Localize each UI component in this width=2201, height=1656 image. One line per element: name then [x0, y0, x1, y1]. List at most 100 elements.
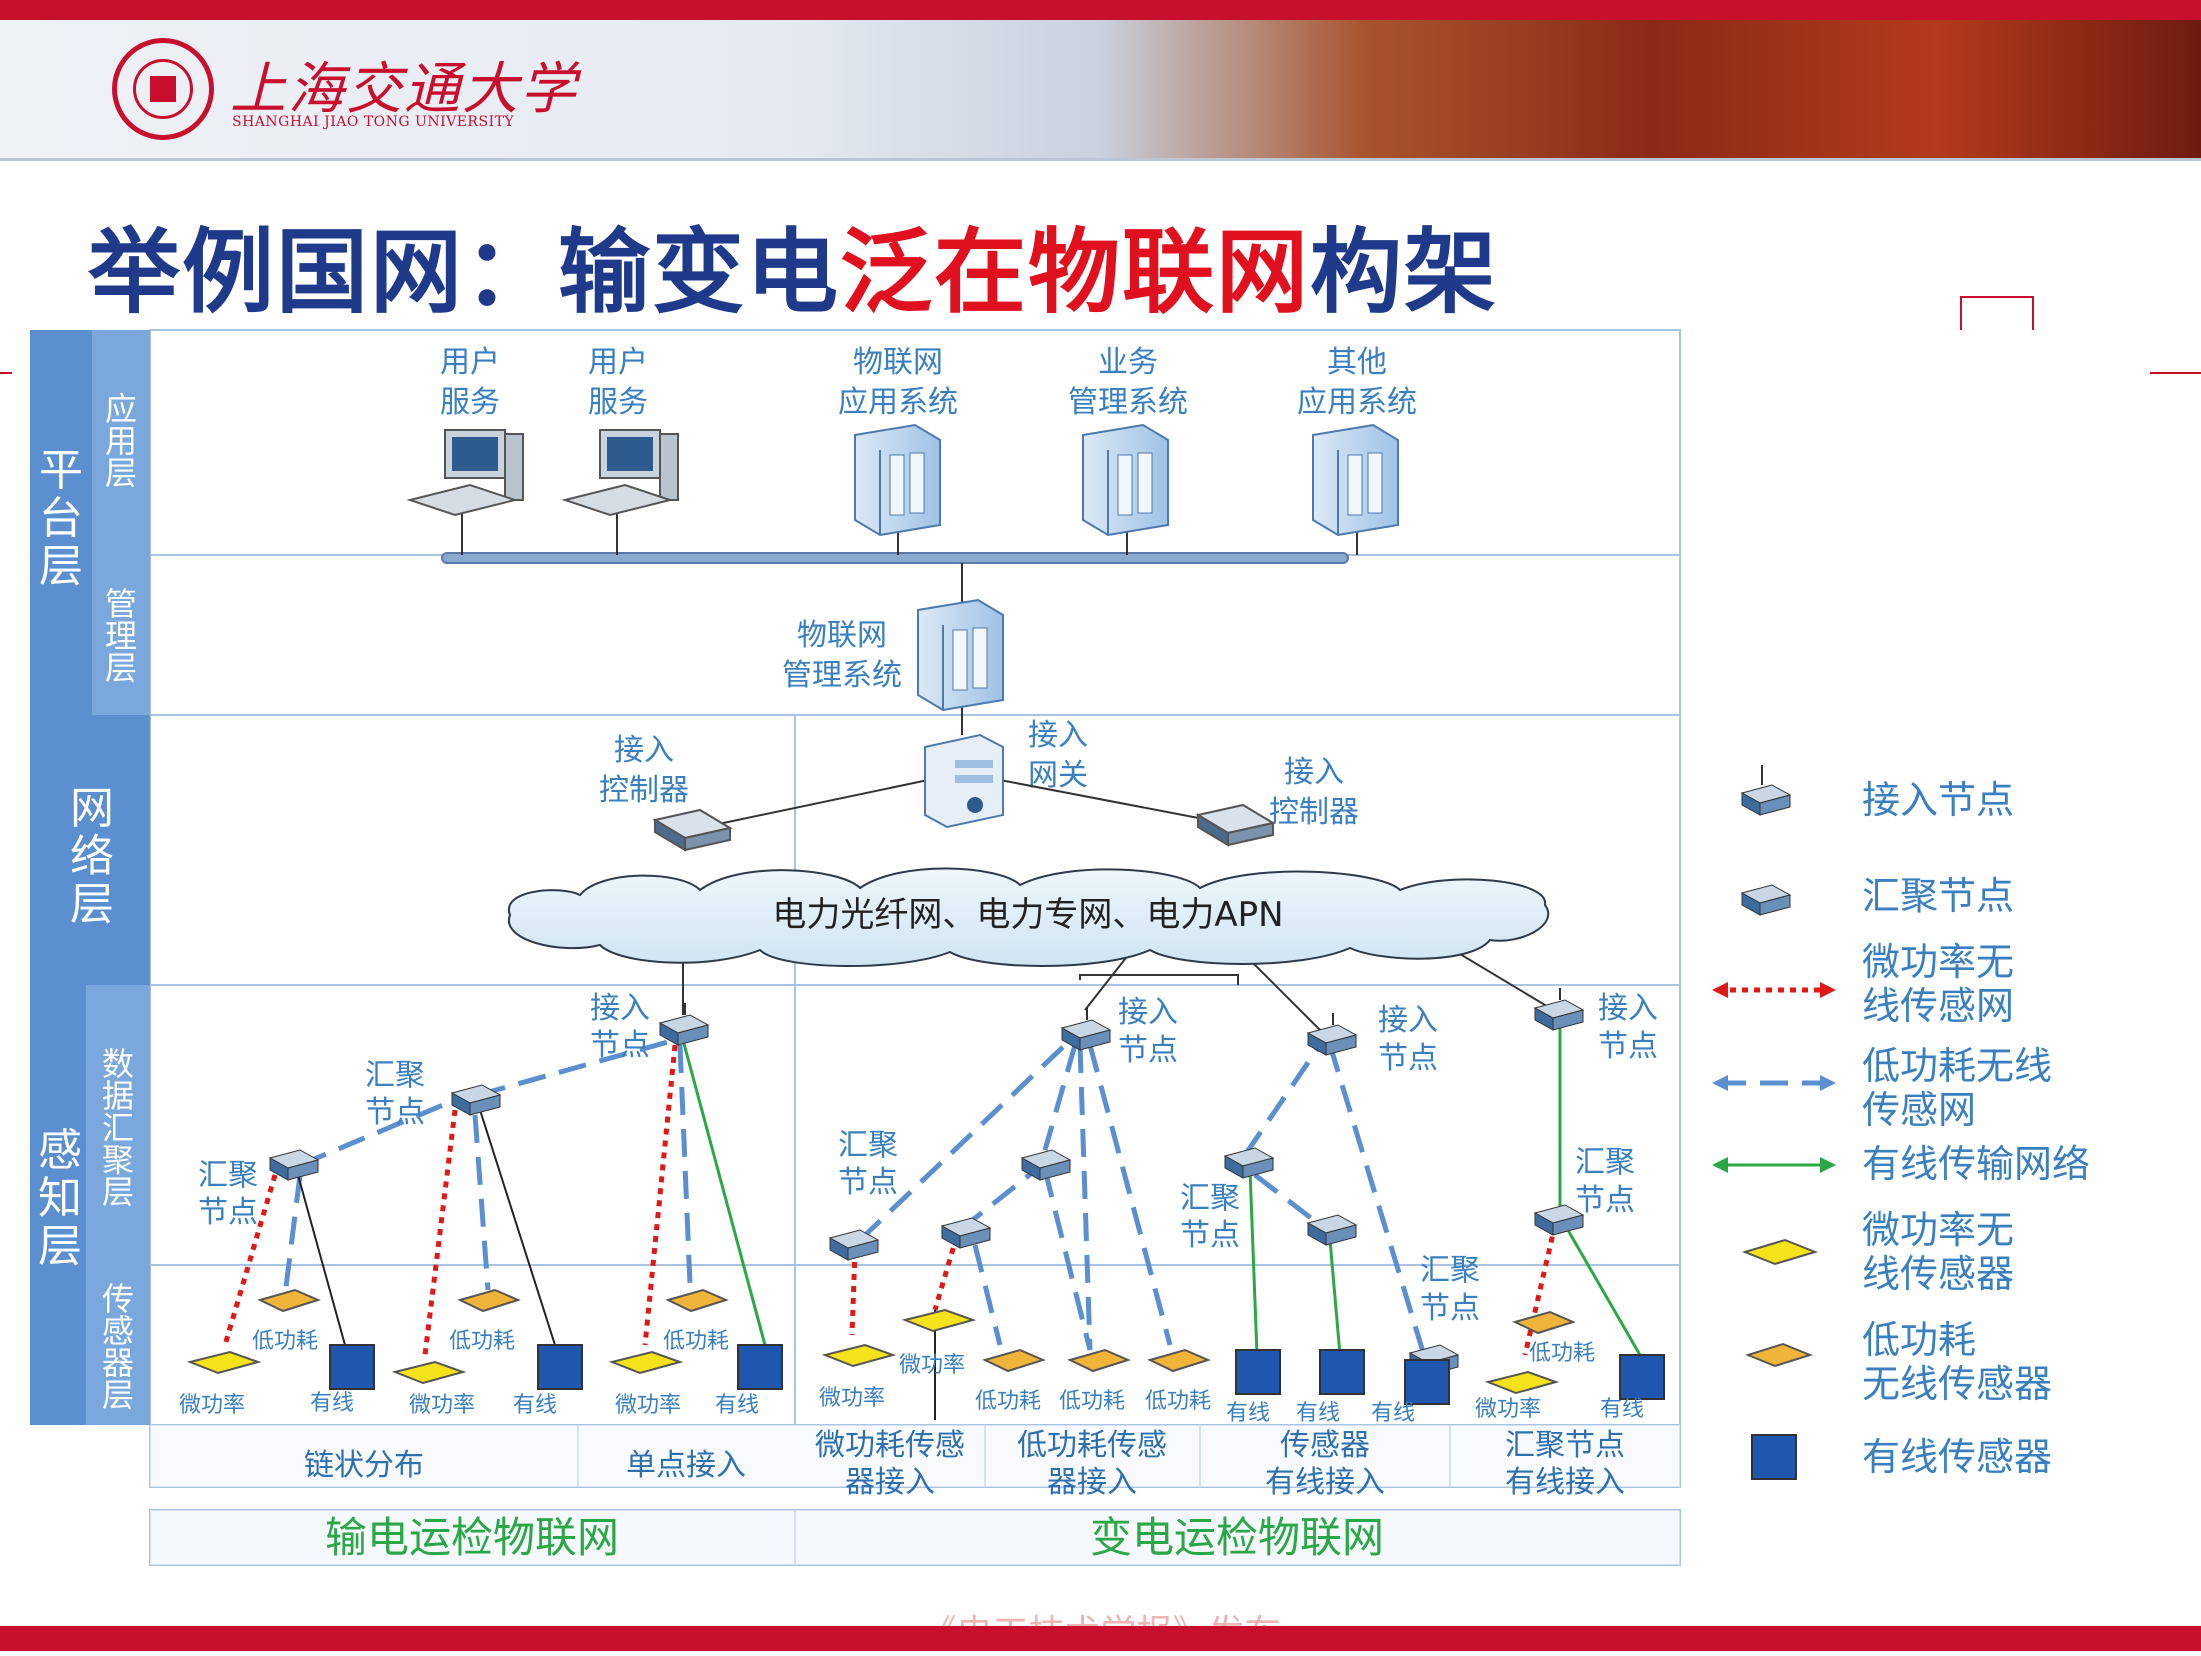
access-node-label: 接入 [1598, 991, 1658, 1026]
app-label: 其他 [1327, 345, 1387, 380]
controller-label: 接入 [614, 733, 674, 768]
legend-low-net-1: 低功耗无线 [1862, 1044, 2053, 1088]
title-part1: 举例国网：输变电 [88, 219, 841, 326]
mgmt-server-icon [917, 598, 1004, 712]
server-icon [1082, 423, 1169, 537]
power-network-cloud [507, 867, 1550, 968]
page-title: 举例国网：输变电泛在物联网构架 [88, 198, 1498, 331]
svg-text:台: 台 [39, 493, 83, 544]
svg-text:络: 络 [70, 831, 114, 882]
sensor-label: 有线 [715, 1393, 759, 1418]
sensor-label: 有线 [1226, 1401, 1270, 1426]
agg-node-label: 节点 [365, 1095, 425, 1130]
substation-iot-label: 变电运检物联网 [1090, 1513, 1384, 1562]
bottom-label: 传感器 [1280, 1428, 1370, 1463]
svg-text:理: 理 [105, 617, 137, 655]
university-seal-icon [112, 38, 214, 140]
access-node-label: 节点 [1378, 1041, 1438, 1076]
header-divider [0, 158, 2201, 161]
cloud-label: 电力光纤网、电力专网、电力APN [772, 895, 1283, 935]
agg-node-label: 汇聚 [1575, 1145, 1635, 1180]
agg-node-label: 汇聚 [198, 1158, 258, 1193]
sensor-label: 微功率 [819, 1386, 885, 1411]
bottom-label: 汇聚节点 [1505, 1428, 1625, 1463]
header-banner [0, 20, 2201, 158]
university-name-en: SHANGHAI JIAO TONG UNIVERSITY [232, 114, 515, 130]
sensor-label: 微功率 [615, 1393, 681, 1418]
mgmt-label: 管理系统 [782, 658, 902, 693]
svg-text:层: 层 [102, 1173, 134, 1211]
svg-text:层: 层 [105, 454, 137, 492]
access-node-label: 接入 [1118, 995, 1178, 1030]
top-red-bar [0, 0, 2201, 20]
corner-mark [1960, 296, 2034, 330]
legend-micro-sensor-2: 线传感器 [1862, 1252, 2015, 1296]
app-label: 服务 [440, 385, 500, 420]
app-label: 业务 [1098, 345, 1158, 380]
layer-perception: 感 [38, 1125, 82, 1176]
sensor-icons [186, 1288, 1665, 1405]
svg-text:层: 层 [70, 879, 114, 930]
layer-platform-1: 平 [39, 445, 83, 496]
legend-low-sensor-1: 低功耗 [1862, 1318, 1977, 1362]
sensor-label: 低功耗 [1529, 1341, 1595, 1366]
controller-label: 控制器 [1269, 795, 1359, 830]
bottom-label: 器接入 [1047, 1465, 1137, 1500]
legend-access-node: 接入节点 [1862, 778, 2015, 822]
sensor-label: 低功耗 [663, 1329, 729, 1354]
svg-text:据: 据 [102, 1077, 134, 1115]
right-rule [2150, 372, 2201, 374]
title-part3: 构架 [1310, 219, 1499, 326]
user-pc-icon [406, 429, 524, 517]
sensor-label: 低功耗 [1145, 1389, 1211, 1414]
svg-text:感: 感 [102, 1312, 134, 1350]
sensor-label: 低功耗 [252, 1329, 318, 1354]
controller-label: 接入 [1284, 755, 1344, 790]
user-pc-icon [561, 429, 679, 517]
access-node-label: 节点 [1598, 1029, 1658, 1064]
mgmt-label: 物联网 [797, 618, 887, 653]
access-node-label: 接入 [590, 991, 650, 1026]
svg-text:汇: 汇 [102, 1109, 134, 1147]
legend-icons [1712, 765, 1836, 1480]
legend-low-net-2: 传感网 [1862, 1088, 1977, 1132]
controller-icon [1195, 803, 1276, 847]
sensor-label: 有线 [513, 1393, 557, 1418]
controller-label: 控制器 [599, 773, 689, 808]
bottom-label: 有线接入 [1265, 1465, 1385, 1500]
layer-application: 应 [105, 390, 137, 428]
agg-node-label: 节点 [1420, 1291, 1480, 1326]
svg-text:层: 层 [105, 649, 137, 687]
left-rule [0, 372, 12, 374]
bottom-red-bar [0, 1626, 2201, 1651]
legend-wired-net: 有线传输网络 [1862, 1142, 2091, 1186]
server-icon [1312, 423, 1399, 537]
app-label: 用户 [588, 345, 648, 380]
transmission-iot-label: 输电运检物联网 [325, 1513, 619, 1562]
legend-wired-sensor: 有线传感器 [1862, 1435, 2053, 1479]
university-name-cn: 上海交通大学 [230, 57, 578, 122]
sensor-label: 有线 [1371, 1401, 1415, 1426]
sensor-label: 有线 [310, 1391, 354, 1416]
layer-management: 管 [105, 585, 137, 623]
legend-micro-net-1: 微功率无 [1862, 940, 2015, 984]
app-label: 应用系统 [838, 385, 958, 420]
agg-node-label: 汇聚 [1180, 1181, 1240, 1216]
agg-node-label: 节点 [1180, 1218, 1240, 1253]
legend-agg-node: 汇聚节点 [1862, 874, 2015, 918]
sensor-label: 有线 [1600, 1397, 1644, 1422]
node-icons [268, 988, 1585, 1376]
agg-node-label: 汇聚 [1420, 1253, 1480, 1288]
sensor-label: 微功率 [1475, 1397, 1541, 1422]
bottom-label: 单点接入 [626, 1448, 746, 1483]
svg-text:层: 层 [38, 1221, 82, 1272]
layer-sensor: 传 [102, 1280, 134, 1318]
access-node-label: 节点 [1118, 1033, 1178, 1068]
title-highlight: 泛在物联网 [840, 219, 1311, 326]
controller-icon [652, 808, 733, 852]
agg-node-label: 节点 [1575, 1183, 1635, 1218]
app-label: 应用系统 [1297, 385, 1417, 420]
sensor-label: 微功率 [409, 1393, 475, 1418]
gateway-icon [924, 733, 1004, 829]
